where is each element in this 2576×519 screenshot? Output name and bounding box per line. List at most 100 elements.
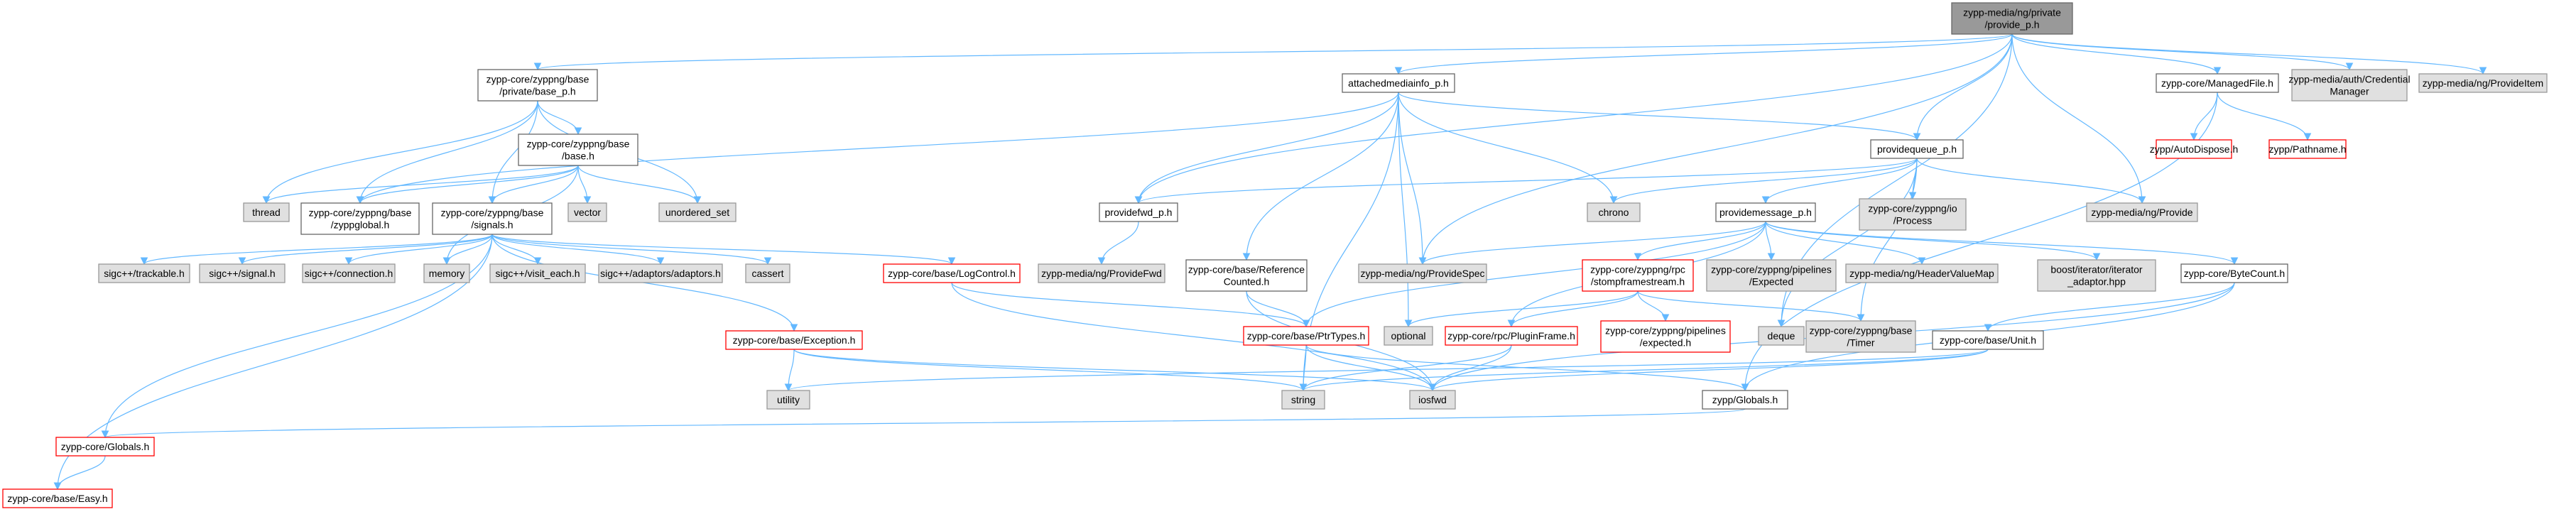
node-utility[interactable]: utility	[766, 390, 810, 410]
node-signalh[interactable]: sigc++/signal.h	[199, 263, 286, 283]
node-box	[1758, 326, 1805, 346]
node-mprovide[interactable]: zypp-media/ng/Provide	[2086, 202, 2198, 222]
node-timer[interactable]: zypp-core/zyppng/base/Timer	[1805, 320, 1916, 353]
edge-attached-to-providespec	[1398, 92, 1427, 266]
node-unordered[interactable]: unordered_set	[658, 202, 737, 222]
edge-unith-to-utility	[785, 349, 1989, 392]
node-box	[2418, 73, 2548, 93]
node-label: sigc++/signal.h	[209, 268, 275, 279]
node-connection[interactable]: sigc++/connection.h	[302, 263, 396, 283]
node-label: sigc++/connection.h	[305, 268, 393, 279]
node-stompframe[interactable]: zypp-core/zyppng/rpc/stompframestream.h	[1582, 259, 1694, 292]
node-optional[interactable]: optional	[1384, 326, 1433, 346]
node-label: zypp-core/Globals.h	[61, 441, 150, 452]
edge-providemsg-to-iteradaptor	[1765, 221, 2101, 261]
edge-unith-to-string	[1299, 349, 1989, 392]
node-process[interactable]: zypp-core/zyppng/io/Process	[1859, 198, 1967, 231]
edge-providequeue-to-chrono	[1609, 158, 1918, 204]
node-zyppglobal[interactable]: zypp-core/zyppng/base/zyppglobal.h	[300, 202, 420, 235]
node-coreglobals[interactable]: zypp-core/Globals.h	[55, 437, 155, 457]
node-autodispose[interactable]: zypp/AutoDispose.h	[2150, 139, 2239, 159]
edge-attached-to-zyppglobal	[356, 92, 1399, 204]
node-string[interactable]: string	[1281, 390, 1325, 410]
edge-signals-to-signalh	[238, 234, 493, 266]
node-box	[2268, 139, 2347, 159]
node-label: /Process	[1893, 215, 1932, 226]
node-box	[1932, 330, 2044, 350]
node-label: zypp-core/zyppng/base	[309, 207, 412, 219]
node-box	[1845, 263, 1999, 283]
node-logcontrol[interactable]: zypp-core/base/LogControl.h	[883, 263, 1021, 283]
node-box	[2291, 69, 2408, 102]
edge-attached-to-providefwd	[1134, 92, 1399, 204]
node-providemsg[interactable]: providemessage_p.h	[1715, 202, 1816, 222]
node-label: /provide_p.h	[1984, 19, 2039, 31]
node-cassert[interactable]: cassert	[745, 263, 790, 283]
edge-managed-to-autodispose	[2190, 92, 2218, 141]
edge-providemsg-to-pipeexpected	[1765, 221, 1776, 261]
node-zyppglobals[interactable]: zypp/Globals.h	[1702, 390, 1788, 410]
node-label: zypp-core/ByteCount.h	[2184, 268, 2285, 279]
node-pluginframe[interactable]: zypp-core/rpc/PluginFrame.h	[1445, 326, 1578, 346]
node-unith[interactable]: zypp-core/base/Unit.h	[1932, 330, 2044, 350]
node-label: iosfwd	[1418, 394, 1447, 405]
node-bytecount[interactable]: zypp-core/ByteCount.h	[2180, 263, 2288, 283]
node-pathname[interactable]: zypp/Pathname.h	[2268, 139, 2347, 159]
node-exception[interactable]: zypp-core/base/Exception.h	[725, 330, 863, 350]
edge-providequeue-to-timer	[1857, 158, 1918, 322]
edge-root-to-basep	[534, 33, 2013, 71]
node-attached[interactable]: attachedmediainfo_p.h	[1342, 73, 1455, 93]
node-box	[1038, 263, 1165, 283]
edge-zyppglobals-to-coreglobals	[102, 408, 1746, 439]
node-trackable[interactable]: sigc++/trackable.h	[98, 263, 190, 283]
node-vector[interactable]: vector	[567, 202, 607, 222]
node-managed[interactable]: zypp-core/ManagedFile.h	[2156, 73, 2279, 93]
node-providespec[interactable]: zypp-media/ng/ProvideSpec	[1358, 263, 1487, 283]
node-box	[883, 263, 1021, 283]
edge-signals-to-memory	[442, 234, 493, 266]
node-adaptors[interactable]: sigc++/adaptors/adaptors.h	[598, 263, 723, 283]
edge-root-to-providespec	[1418, 33, 2013, 266]
node-providequeue[interactable]: providequeue_p.h	[1870, 139, 1964, 159]
edge-pluginframe-to-iosfwd	[1428, 344, 1512, 392]
edge-signals-to-visiteach	[491, 234, 542, 266]
node-chrono[interactable]: chrono	[1587, 202, 1641, 222]
node-box	[658, 202, 737, 222]
node-box	[2156, 139, 2232, 159]
node-ptrtypes[interactable]: zypp-core/base/PtrTypes.h	[1243, 326, 1369, 346]
node-iteradaptor[interactable]: boost/iterator/iterator_adaptor.hpp	[2037, 259, 2156, 292]
node-headervalue[interactable]: zypp-media/ng/HeaderValueMap	[1845, 263, 1999, 283]
node-memory[interactable]: memory	[423, 263, 470, 283]
node-label: /Timer	[1847, 337, 1874, 349]
edge-baseh-to-thread	[262, 165, 579, 204]
node-provideitem[interactable]: zypp-media/ng/ProvideItem	[2418, 73, 2548, 93]
node-box	[1445, 326, 1578, 346]
node-box	[1099, 202, 1178, 222]
node-iosfwd[interactable]: iosfwd	[1409, 390, 1456, 410]
edge-providequeue-to-providefwd	[1134, 158, 1918, 204]
node-visiteach[interactable]: sigc++/visit_each.h	[489, 263, 586, 283]
node-deque[interactable]: deque	[1758, 326, 1805, 346]
node-box	[1409, 390, 1456, 410]
node-box	[766, 390, 810, 410]
node-signals[interactable]: zypp-core/zyppng/base/signals.h	[432, 202, 553, 235]
edge-pluginframe-to-string	[1299, 344, 1512, 392]
node-providefwd[interactable]: providefwd_p.h	[1099, 202, 1178, 222]
node-baseh[interactable]: zypp-core/zyppng/base/base.h	[518, 133, 638, 166]
node-label: zypp-core/zyppng/io	[1868, 203, 1957, 214]
node-pipeexpected[interactable]: zypp-core/zyppng/pipelines/Expected	[1706, 259, 1837, 292]
node-providefwdm[interactable]: zypp-media/ng/ProvideFwd	[1038, 263, 1165, 283]
node-basep[interactable]: zypp-core/zyppng/base/private/base_p.h	[477, 69, 598, 102]
node-pipelinesexp[interactable]: zypp-core/zyppng/pipelines/expected.h	[1600, 320, 1731, 353]
node-thread[interactable]: thread	[243, 202, 290, 222]
node-easy[interactable]: zypp-core/base/Easy.h	[2, 488, 113, 508]
node-box	[423, 263, 470, 283]
node-box	[432, 202, 553, 235]
node-label: zypp-core/ManagedFile.h	[2161, 77, 2273, 89]
node-root[interactable]: zypp-media/ng/private/provide_p.h	[1951, 2, 2073, 35]
node-box	[1582, 259, 1694, 292]
node-box	[1358, 263, 1487, 283]
node-box	[598, 263, 723, 283]
